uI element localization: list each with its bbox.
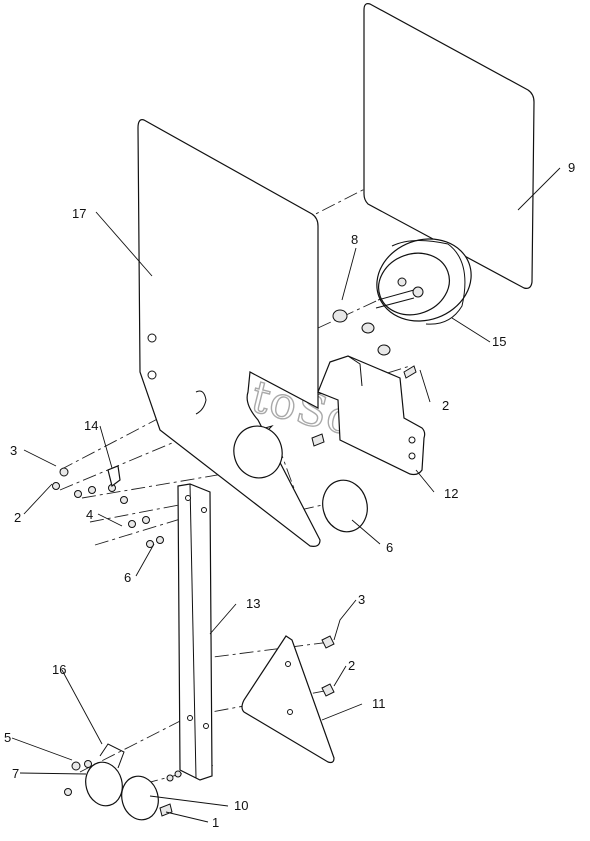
callout-3-bottom: 3 bbox=[358, 592, 365, 607]
callout-14: 14 bbox=[84, 418, 98, 433]
callout-1: 1 bbox=[212, 815, 219, 830]
callout-6-right: 6 bbox=[386, 540, 393, 555]
callout-12: 12 bbox=[444, 486, 458, 501]
panel-part-17 bbox=[137, 119, 321, 547]
callout-5: 5 bbox=[4, 730, 11, 745]
callout-labels: 17 9 8 15 2 12 6 14 3 2 4 6 13 3 2 11 16… bbox=[4, 160, 575, 830]
triangle-part-11 bbox=[241, 635, 335, 764]
callout-9: 9 bbox=[568, 160, 575, 175]
callout-2-right: 2 bbox=[442, 398, 449, 413]
callout-10: 10 bbox=[234, 798, 248, 813]
leader-lines bbox=[11, 167, 561, 823]
callout-4: 4 bbox=[86, 507, 93, 522]
round-reflectors bbox=[85, 425, 368, 821]
bracket-part-12 bbox=[317, 355, 426, 476]
callout-7: 7 bbox=[12, 766, 19, 781]
callout-2-left: 2 bbox=[14, 510, 21, 525]
fastener-hardware bbox=[52, 465, 335, 817]
callout-17: 17 bbox=[72, 206, 86, 221]
panel-part-9 bbox=[363, 3, 535, 289]
spacer-part-8 bbox=[311, 309, 417, 447]
callout-11: 11 bbox=[372, 696, 386, 711]
callout-6-left: 6 bbox=[124, 570, 131, 585]
callout-2-bottom: 2 bbox=[348, 658, 355, 673]
callout-13: 13 bbox=[246, 596, 260, 611]
callout-3-left: 3 bbox=[10, 443, 17, 458]
strip-part-13 bbox=[177, 483, 213, 781]
lamp-part-15 bbox=[375, 238, 472, 325]
callout-8: 8 bbox=[351, 232, 358, 247]
callout-15: 15 bbox=[492, 334, 506, 349]
callout-16: 16 bbox=[52, 662, 66, 677]
